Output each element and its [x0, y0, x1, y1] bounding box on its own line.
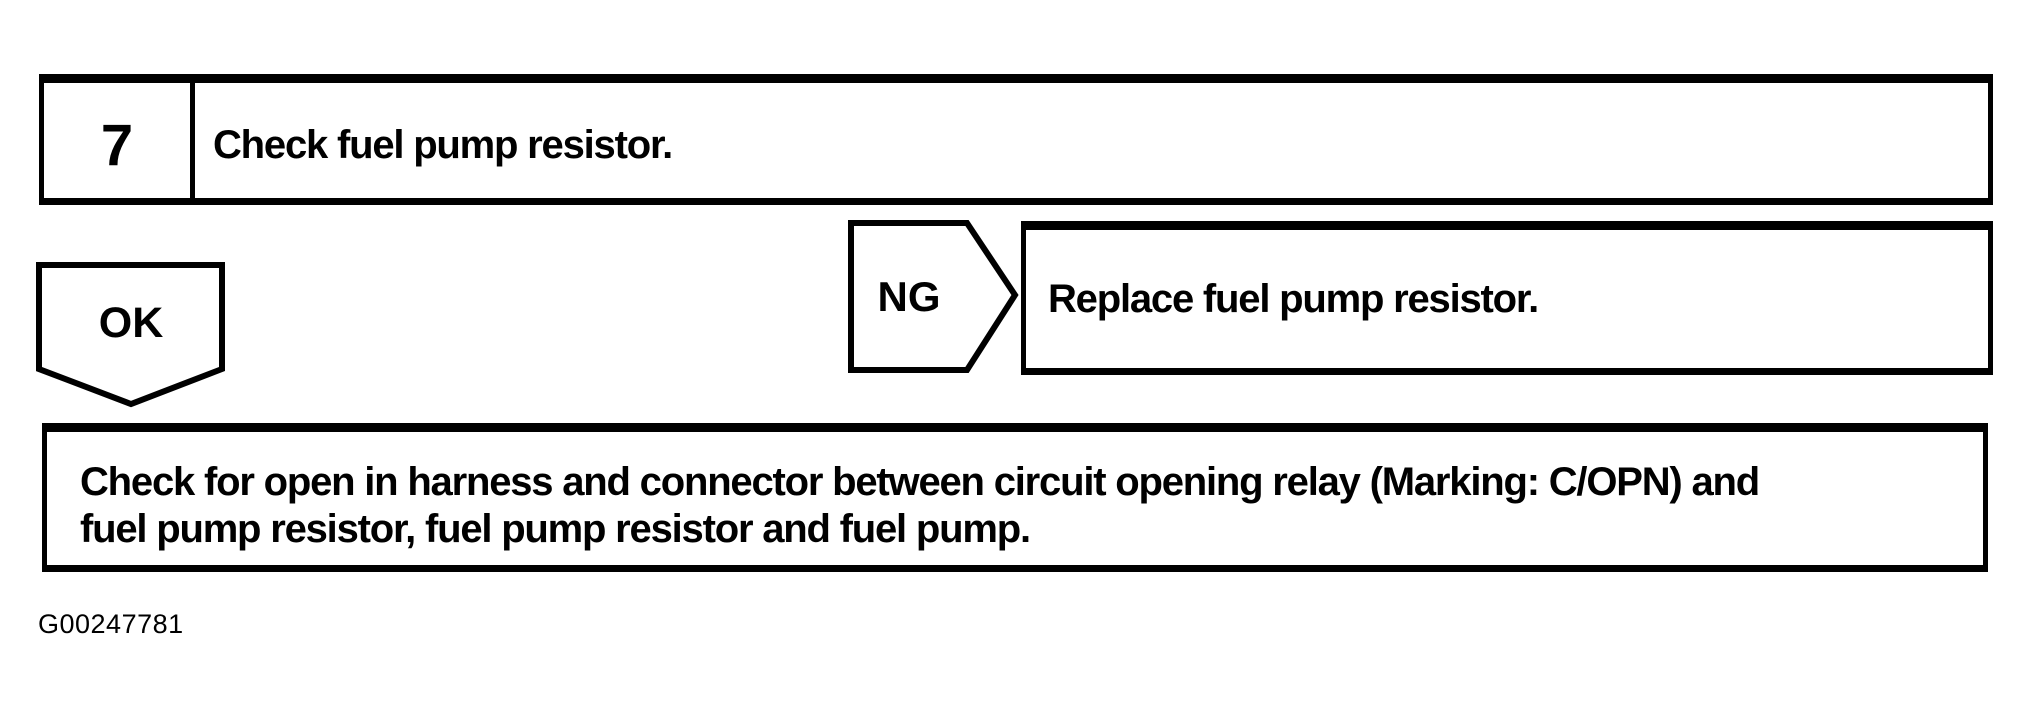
ng-label: NG [877, 272, 941, 320]
ok-connector-icon [36, 262, 225, 408]
step-instruction-cell: Check fuel pump resistor. [195, 83, 1988, 198]
step-number-cell: 7 [44, 83, 195, 198]
ok-label: OK [98, 298, 164, 347]
ng-connector-icon [848, 220, 1019, 373]
replace-action-box: Replace fuel pump resistor. [1021, 221, 1993, 375]
result-text-line-2: fuel pump resistor, fuel pump resistor a… [80, 507, 1031, 551]
replace-action-text: Replace fuel pump resistor. [1048, 276, 1539, 321]
result-text-line-1: Check for open in harness and connector … [80, 460, 1760, 504]
step-box: 7 Check fuel pump resistor. [39, 74, 1993, 205]
figure-id-label: G00247781 [38, 609, 184, 639]
result-box: Check for open in harness and connector … [42, 423, 1988, 572]
step-instruction: Check fuel pump resistor. [213, 123, 673, 167]
step-number: 7 [100, 113, 134, 178]
